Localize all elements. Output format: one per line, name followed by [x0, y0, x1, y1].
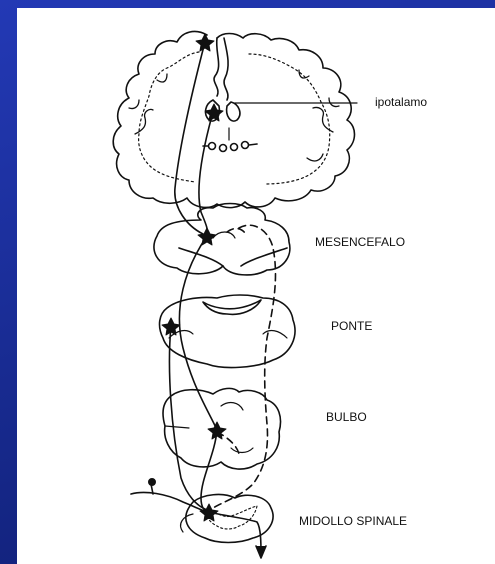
neuron-stars — [149, 34, 227, 521]
neuron-star-cortex — [196, 34, 214, 51]
neuron-star-mesencefalo — [198, 228, 216, 245]
brain-outline — [113, 31, 354, 207]
label-mesencefalo: MESENCEFALO — [315, 235, 405, 249]
dorsal-root-ganglion — [149, 479, 156, 486]
label-ponte: PONTE — [331, 319, 372, 333]
cortex-dotted-right — [249, 54, 330, 184]
label-ipotalamo: ipotalamo — [375, 95, 427, 109]
brain-section — [113, 31, 357, 207]
label-midollo-spinale: MIDOLLO SPINALE — [299, 514, 407, 528]
cortex-dotted-left — [139, 52, 199, 182]
neuron-star-bulbo — [208, 422, 226, 439]
white-panel: ipotalamo MESENCEFALO PONTE BULBO MIDOLL… — [17, 8, 495, 564]
pathway-diagram — [17, 8, 495, 564]
label-bulbo: BULBO — [326, 410, 367, 424]
